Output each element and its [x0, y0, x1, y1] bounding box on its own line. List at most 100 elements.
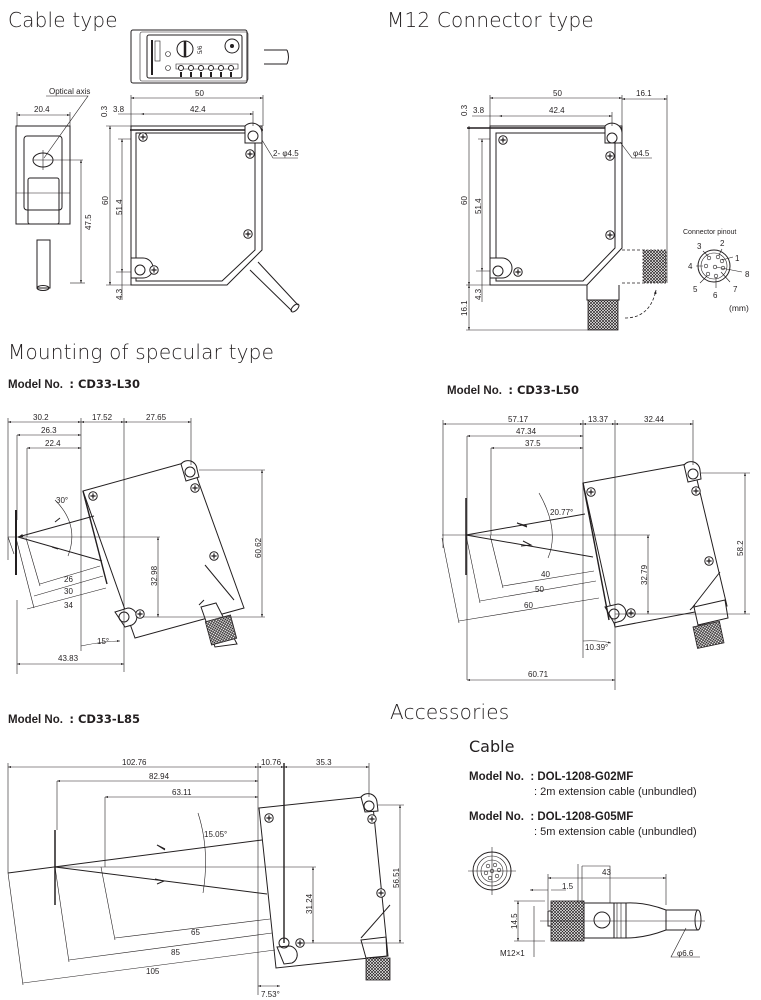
- accessory-model-g02mf: Model No. : DOL-1208-G02MF: [469, 771, 634, 783]
- dim-top: 10.76: [261, 758, 282, 767]
- mounting-drawing-cd33-l85: 15.05° 65 85 105 102.76 10.76 35.3 82.94…: [7, 758, 404, 999]
- dim-hole-callout: 2- φ4.5: [273, 149, 299, 158]
- dist-label: 50: [535, 585, 544, 594]
- pin-label-2: 2: [720, 239, 725, 248]
- angle-label: 15.05°: [204, 830, 227, 839]
- section-title-cable-type: Cable type: [8, 8, 118, 32]
- dim-height: 60: [101, 196, 110, 205]
- tilt-label: 10.39°: [585, 643, 608, 652]
- dim-sub: 47.34: [516, 427, 537, 436]
- dim-height: 58.2: [736, 540, 745, 556]
- svg-text:5/6: 5/6: [198, 45, 204, 54]
- dim-cable-outer-diameter: φ6.6: [677, 949, 694, 958]
- dist-label: 105: [146, 967, 160, 976]
- accessory-cable-drawing: 43 1.5 14.5 M12×1 φ6.6: [468, 847, 705, 958]
- cable-type-drawing: 5/6 20.4 47.5: [15, 29, 300, 313]
- dim-top: 35.3: [316, 758, 332, 767]
- dim-inner-height: 51.4: [115, 199, 124, 215]
- angle-label: 20.77°: [550, 508, 573, 517]
- dim-top: 30.2: [33, 413, 49, 422]
- model-label-cd33-l30: Model No. : CD33-L30: [8, 377, 141, 391]
- dim-height: 60.62: [254, 537, 263, 558]
- dim-m12-inner-height: 51.4: [474, 198, 483, 214]
- dim-side-width: 50: [195, 89, 204, 98]
- pin-label-6: 6: [713, 291, 718, 300]
- dim-height: 56.51: [392, 867, 401, 888]
- section-title-m12-connector-type: M12 Connector type: [387, 8, 594, 32]
- connector-end-view: [468, 847, 516, 895]
- dim-m12-height: 60: [460, 196, 469, 205]
- dist-label: 34: [64, 601, 73, 610]
- optical-axis-label: Optical axis: [49, 87, 90, 96]
- mounting-drawing-cd33-l30: 26 30 34 30° 30.2 17.52 27.65 26.3 22.4 …: [7, 413, 265, 674]
- dim-m12-bottom-offset: 4.3: [474, 288, 483, 300]
- dim-cable-diameter: 14.5: [510, 913, 519, 929]
- dim-top-offset: 0.3: [100, 105, 109, 117]
- dim-m12-width: 50: [553, 89, 562, 98]
- dim-top: 27.65: [146, 413, 167, 422]
- dim-cable-length: 43: [602, 868, 611, 877]
- angle-label: 30°: [56, 496, 68, 505]
- dim-top: 17.52: [92, 413, 113, 422]
- model-label-cd33-l50: Model No. : CD33-L50: [447, 383, 580, 397]
- accessory-desc-g05mf: : 5m extension cable (unbundled): [534, 826, 697, 838]
- dim-bottom: 43.83: [58, 654, 79, 663]
- tilt-label: 7.53°: [261, 990, 280, 999]
- dim-m12-hole-callout: φ4.5: [633, 149, 650, 158]
- pin-label-8: 8: [745, 270, 750, 279]
- pin-label-4: 4: [688, 262, 693, 271]
- pin-label-1: 1: [735, 254, 740, 263]
- dim-top: 32.44: [644, 415, 665, 424]
- dist-label: 30: [64, 587, 73, 596]
- dim-m12-top-offset: 0.3: [460, 104, 469, 116]
- dim-front-height: 47.5: [84, 214, 93, 230]
- dim-m12-connector-length: 16.1: [636, 89, 652, 98]
- connector-side-view: 43 1.5 14.5 M12×1 φ6.6: [500, 864, 705, 958]
- dim-vertical-offset: 32.98: [150, 565, 159, 586]
- unit-label: (mm): [729, 303, 749, 313]
- tilt-label: 15°: [97, 637, 109, 646]
- section-title-accessories: Accessories: [390, 700, 510, 724]
- dim-sub: 22.4: [45, 439, 61, 448]
- dim-sub: 63.11: [172, 788, 192, 797]
- dim-cable-offset: 1.5: [562, 882, 574, 891]
- dim-bottom: 60.71: [528, 670, 549, 679]
- dim-m12-edge-offset: 3.8: [473, 106, 485, 115]
- section-title-mounting-specular: Mounting of specular type: [8, 340, 275, 364]
- pin-label-7: 7: [733, 285, 738, 294]
- accessory-desc-g02mf: : 2m extension cable (unbundled): [534, 786, 697, 798]
- pin-label-3: 3: [697, 242, 702, 251]
- dim-thread: M12×1: [500, 949, 525, 958]
- dim-sub: 82.94: [149, 772, 170, 781]
- dim-top: 102.76: [122, 758, 147, 767]
- section-title-accessories-cable: Cable: [469, 737, 515, 756]
- dist-label: 40: [541, 570, 550, 579]
- cable-type-top-view: 5/6: [130, 29, 289, 84]
- pin-label-5: 5: [693, 285, 698, 294]
- dim-top: 57.17: [508, 415, 529, 424]
- dim-m12-connector-drop: 16.1: [460, 300, 469, 316]
- dim-top: 13.37: [588, 415, 609, 424]
- dist-label: 60: [524, 601, 533, 610]
- dim-front-width: 20.4: [34, 105, 50, 114]
- dist-label: 85: [171, 948, 180, 957]
- dim-hole-spacing: 42.4: [190, 105, 206, 114]
- accessory-model-g05mf: Model No. : DOL-1208-G05MF: [469, 811, 634, 823]
- dist-label: 65: [191, 928, 200, 937]
- cable-type-side-view: 50 42.4 3.8 0.3 60 51.4 4.3 2- φ4.5: [100, 89, 300, 313]
- m12-connector-drawing: 50 16.1 42.4 3.8 0.3 60 51.4 4.3 16.1 φ4…: [460, 89, 750, 331]
- dim-vertical-offset: 31.24: [305, 893, 314, 914]
- dim-vertical-offset: 32.79: [640, 564, 649, 585]
- dim-edge-offset: 3.8: [113, 105, 125, 114]
- dim-sub: 37.5: [525, 439, 541, 448]
- dim-bottom-offset: 4.3: [115, 288, 124, 300]
- dim-m12-hole-spacing: 42.4: [549, 106, 565, 115]
- model-label-cd33-l85: Model No. : CD33-L85: [8, 712, 141, 726]
- dim-sub: 26.3: [41, 426, 57, 435]
- mounting-drawing-cd33-l50: 20.77° 40 50 60 57.17 13.37 32.44 47.34 …: [441, 415, 750, 690]
- cable-type-front-view: 20.4 47.5 Optical axis: [15, 87, 93, 291]
- dist-label: 26: [64, 575, 73, 584]
- pinout-title: Connector pinout: [683, 229, 736, 236]
- connector-pinout: Connector pinout 1 2 3 4 5 6 7 8 (mm): [683, 229, 750, 313]
